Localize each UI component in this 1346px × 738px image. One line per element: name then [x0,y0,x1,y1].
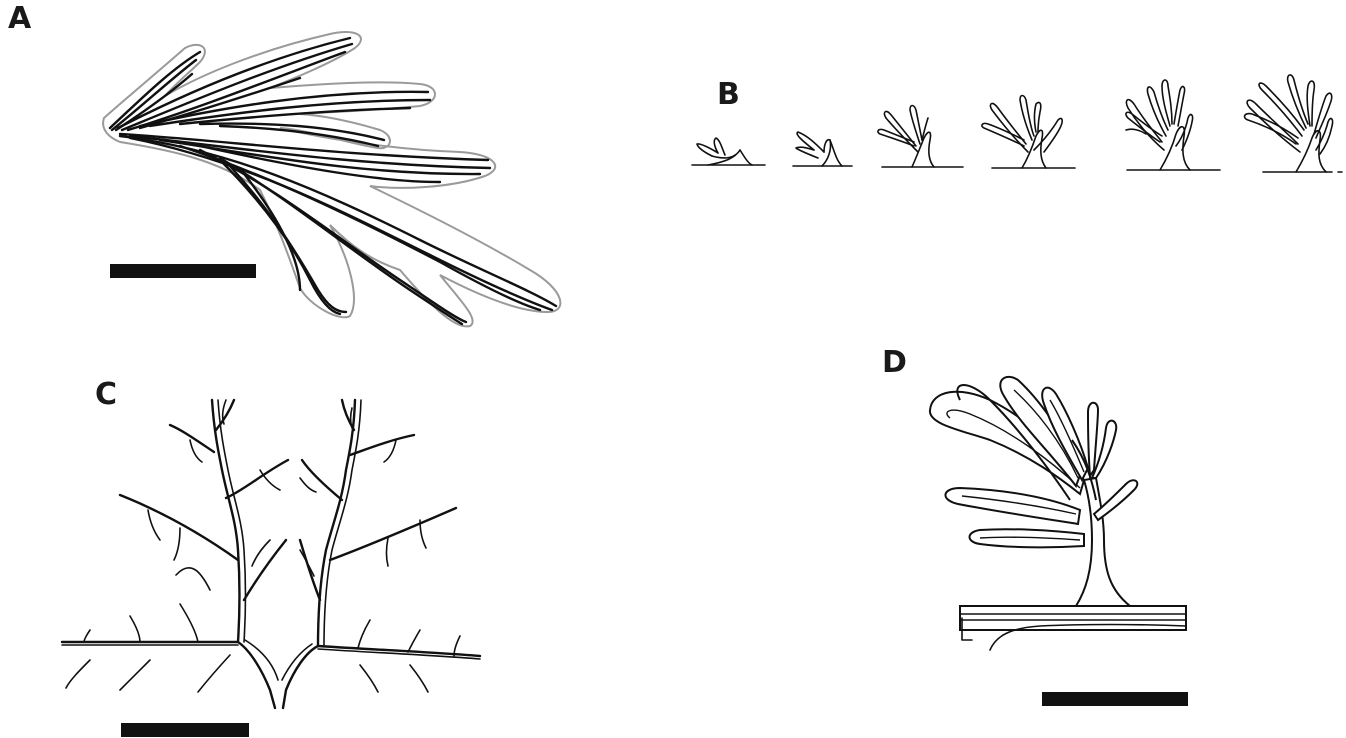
growth-stage-6 [1245,75,1342,172]
scale-bar-c [121,723,249,737]
panel-c-branching [62,400,480,708]
growth-stage-5 [1126,80,1220,170]
growth-stage-3 [878,106,963,168]
growth-stage-1 [692,138,765,165]
growth-stage-2 [793,132,852,166]
scale-bar-a [110,264,256,278]
panel-d-frond [930,377,1186,650]
scale-bar-d [1042,692,1188,706]
panel-a-frond [103,32,560,326]
growth-stage-4 [982,96,1075,169]
panel-b-growth-series [692,75,1342,172]
